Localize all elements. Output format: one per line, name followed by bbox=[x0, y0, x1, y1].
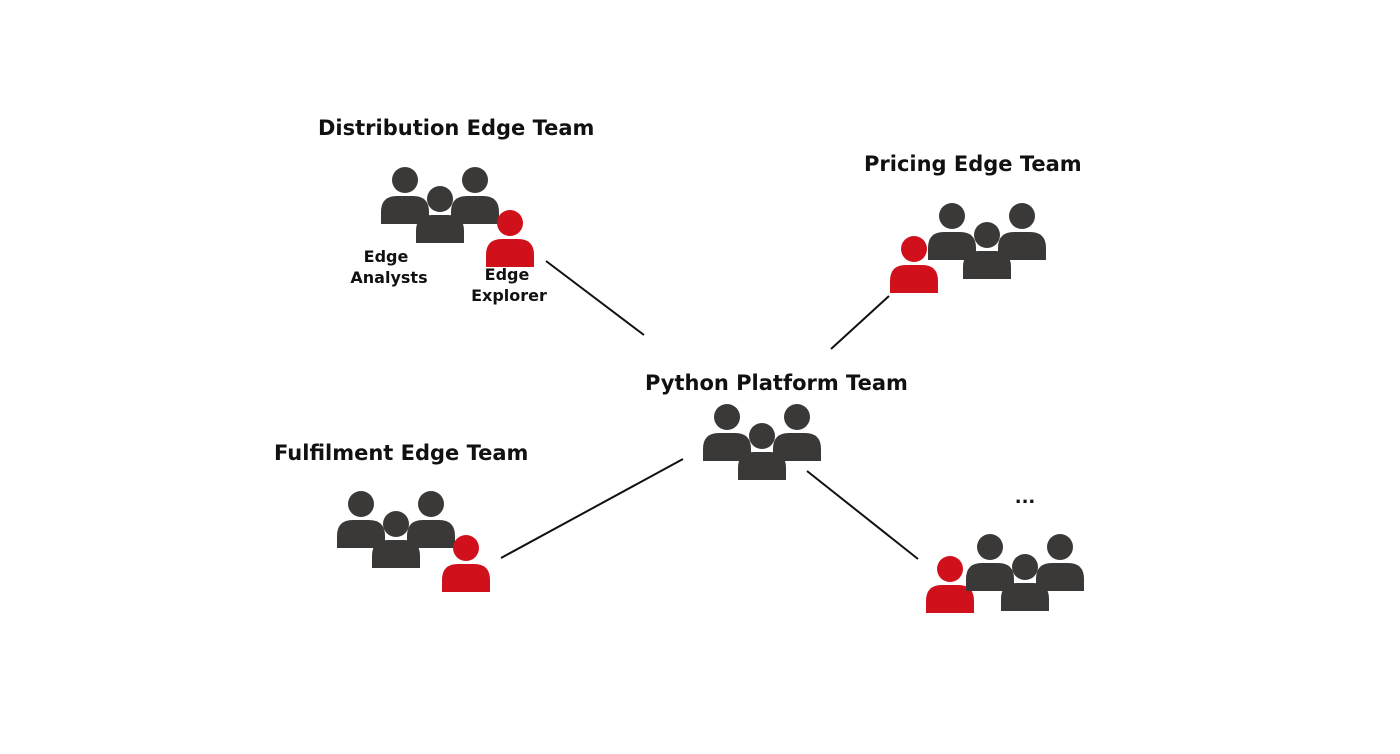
role-label-analysts-line2: Analysts bbox=[350, 268, 427, 287]
connector-pricing-platform bbox=[830, 295, 890, 350]
team-pricing: Pricing Edge Team bbox=[864, 152, 1082, 293]
team-fulfilment: Fulfilment Edge Team bbox=[274, 441, 528, 592]
team-title-fulfilment: Fulfilment Edge Team bbox=[274, 441, 528, 465]
person-icon bbox=[407, 491, 455, 548]
role-label-explorer-line2: Explorer bbox=[471, 286, 547, 305]
people-group-icon bbox=[337, 491, 455, 568]
person-icon bbox=[966, 534, 1014, 591]
team-title-pricing: Pricing Edge Team bbox=[864, 152, 1082, 176]
team-distribution: Distribution Edge Team Edge Analysts Edg… bbox=[318, 116, 594, 305]
team-title-distribution: Distribution Edge Team bbox=[318, 116, 594, 140]
connector-more-platform bbox=[806, 470, 919, 560]
team-platform: Python Platform Team bbox=[645, 371, 908, 480]
person-icon bbox=[703, 404, 751, 461]
connector-fulfilment-platform bbox=[500, 458, 684, 559]
people-group-icon bbox=[928, 203, 1046, 279]
person-icon bbox=[1036, 534, 1084, 591]
connector-distribution-platform bbox=[545, 260, 645, 336]
person-icon bbox=[998, 203, 1046, 260]
people-group-icon bbox=[966, 534, 1084, 611]
role-label-analysts-line1: Edge bbox=[364, 247, 409, 266]
people-group-icon bbox=[703, 404, 821, 480]
team-title-more: ... bbox=[1015, 487, 1036, 508]
person-icon bbox=[451, 167, 499, 224]
role-label-explorer-line1: Edge bbox=[485, 265, 530, 284]
people-group-icon bbox=[381, 167, 499, 243]
person-icon bbox=[381, 167, 429, 224]
person-icon bbox=[337, 491, 385, 548]
person-icon bbox=[773, 404, 821, 461]
team-more: ... bbox=[926, 487, 1084, 613]
team-title-platform: Python Platform Team bbox=[645, 371, 908, 395]
person-icon bbox=[928, 203, 976, 260]
